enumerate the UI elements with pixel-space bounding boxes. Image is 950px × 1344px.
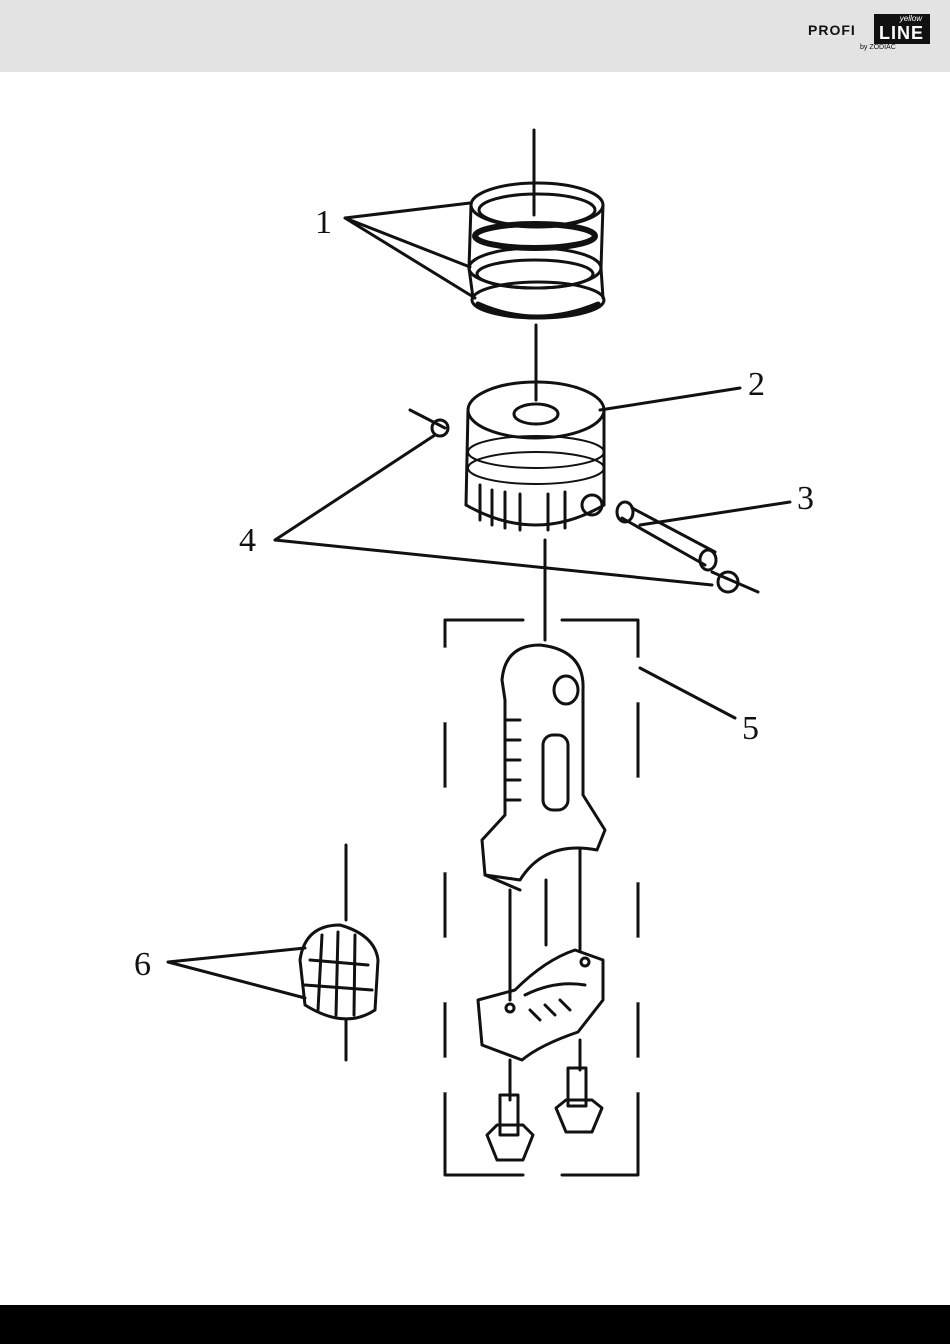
callout-5: 5 bbox=[742, 712, 759, 746]
bearing-shells-part bbox=[300, 845, 378, 1060]
rod-bolt-right bbox=[556, 850, 602, 1132]
diagram-drawing bbox=[0, 72, 950, 1305]
circlip-right-part bbox=[712, 572, 758, 592]
piston-pin-part bbox=[617, 502, 716, 570]
brand-logo: PROFI yellow LINE by ZODIAC bbox=[808, 14, 936, 58]
piston-part bbox=[466, 382, 604, 530]
leader-1 bbox=[345, 203, 475, 298]
header-bar: PROFI yellow LINE by ZODIAC bbox=[0, 0, 950, 72]
piston-rings-part bbox=[469, 183, 604, 318]
callout-6: 6 bbox=[134, 948, 151, 982]
callout-1: 1 bbox=[315, 206, 332, 240]
leader-3 bbox=[640, 502, 790, 525]
logo-brand-text: PROFI bbox=[808, 22, 856, 38]
rod-bolt-left bbox=[487, 890, 533, 1160]
logo-tag-text: yellow bbox=[900, 14, 922, 23]
circlip-left-part bbox=[410, 410, 448, 436]
logo-sub-text: by ZODIAC bbox=[860, 44, 896, 51]
exploded-diagram: 1 2 3 4 5 6 bbox=[0, 72, 950, 1305]
leader-lines bbox=[168, 203, 790, 998]
footer-bar bbox=[0, 1305, 950, 1344]
callout-2: 2 bbox=[748, 368, 765, 402]
logo-line-box: yellow LINE bbox=[874, 14, 930, 44]
rod-cap-part bbox=[478, 950, 603, 1060]
leader-5 bbox=[640, 668, 735, 718]
callout-3: 3 bbox=[797, 482, 814, 516]
callout-4: 4 bbox=[239, 524, 256, 558]
leader-2 bbox=[600, 388, 740, 410]
leader-6 bbox=[168, 948, 305, 998]
logo-line-text: LINE bbox=[879, 23, 924, 44]
con-rod-bracket bbox=[445, 620, 638, 1175]
connecting-rod-part bbox=[482, 645, 605, 890]
